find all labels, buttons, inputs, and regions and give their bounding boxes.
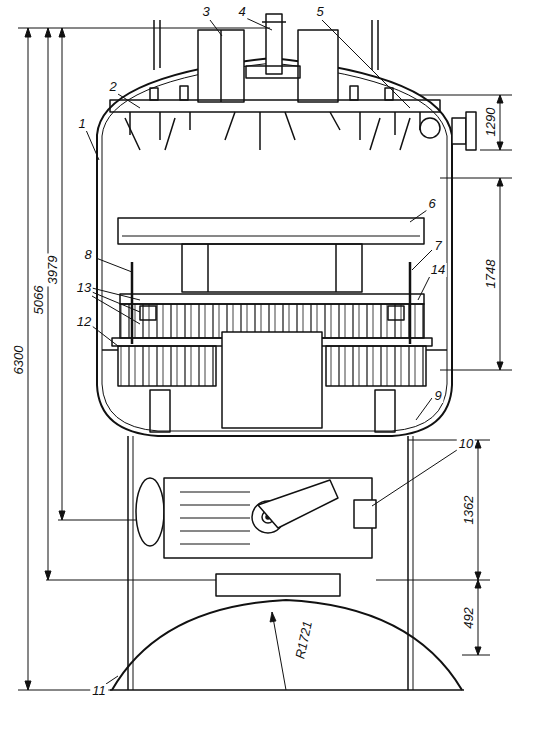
dimension-label: 3979 — [46, 254, 60, 287]
callout-number: 14 — [429, 263, 447, 277]
callout-number: 13 — [75, 281, 93, 295]
dimension-label: 6300 — [12, 344, 26, 377]
callout-number: 2 — [107, 80, 118, 94]
dimension-label: 1290 — [484, 106, 498, 139]
callout-number: 6 — [426, 197, 437, 211]
dimension-label: 1362 — [462, 494, 476, 527]
callout-number: 9 — [432, 389, 443, 403]
callout-number: 11 — [90, 684, 108, 698]
dimension-label: 5066 — [32, 284, 46, 317]
dimension-label: R1721 — [293, 618, 315, 662]
dimension-label: 1748 — [484, 258, 498, 291]
callout-number: 8 — [82, 248, 93, 262]
callout-number: 12 — [75, 315, 93, 329]
callout-number: 4 — [236, 5, 247, 19]
callout-number: 7 — [432, 239, 443, 253]
callout-number: 1 — [76, 117, 87, 131]
dimension-label: 492 — [462, 605, 476, 631]
callout-number: 10 — [457, 437, 475, 451]
callout-number: 5 — [314, 5, 325, 19]
callout-number: 3 — [200, 5, 211, 19]
